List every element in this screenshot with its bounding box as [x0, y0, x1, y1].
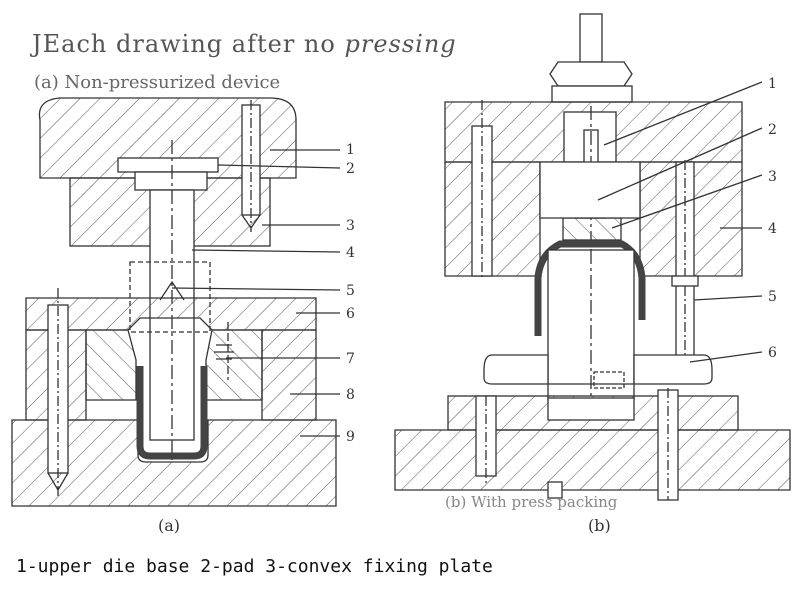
panel-a-drawing: [11, 97, 341, 507]
b-callout-3: 3: [768, 169, 777, 185]
b-callout-5: 5: [768, 289, 777, 305]
figure-title: JEach drawing after no pressing: [32, 30, 457, 58]
panel-a-callouts: 1 2 3 4 5 6 7 8 9: [346, 142, 355, 445]
a-callout-7: 7: [346, 351, 355, 367]
a-callout-2: 2: [346, 161, 355, 177]
b-callout-4: 4: [768, 221, 777, 237]
b-workpiece: [534, 240, 646, 336]
b-plate: [562, 217, 622, 241]
figure-caption: 1-upper die base 2-pad 3-convex fixing p…: [16, 556, 493, 577]
a-callout-3: 3: [346, 218, 355, 234]
panel-b-callouts: 1 2 3 4 5 6: [768, 76, 777, 361]
a-callout-4: 4: [346, 245, 355, 261]
b-callout-1: 1: [768, 76, 777, 92]
b-top-screw: [579, 13, 603, 63]
panel-b-drawing: [394, 13, 791, 501]
panel-b-label: (b): [588, 516, 611, 535]
b-callout-6: 6: [768, 345, 777, 361]
b-blank-holder: [483, 354, 713, 385]
panel-a-subtitle: (a) Non-pressurized device: [34, 72, 281, 93]
panel-b-subtitle: (b) With press packing: [445, 493, 618, 511]
title-prefix: JEach drawing after no: [32, 30, 336, 58]
panel-a-label: (a): [158, 516, 181, 535]
title-suffix: pressing: [344, 30, 457, 58]
a-die-left: [85, 329, 137, 401]
b-callout-2: 2: [768, 122, 777, 138]
a-callout-1: 1: [346, 142, 355, 158]
a-callout-8: 8: [346, 387, 355, 403]
a-callout-9: 9: [346, 429, 355, 445]
a-die-right: [205, 329, 263, 401]
a-upper-die-base: [38, 97, 297, 179]
a-lower-die-base: [11, 419, 337, 507]
a-pad: [117, 157, 219, 173]
a-callout-5: 5: [346, 283, 355, 299]
a-callout-6: 6: [346, 306, 355, 322]
a-workpiece: [136, 366, 208, 460]
b-lower-base: [394, 429, 791, 491]
